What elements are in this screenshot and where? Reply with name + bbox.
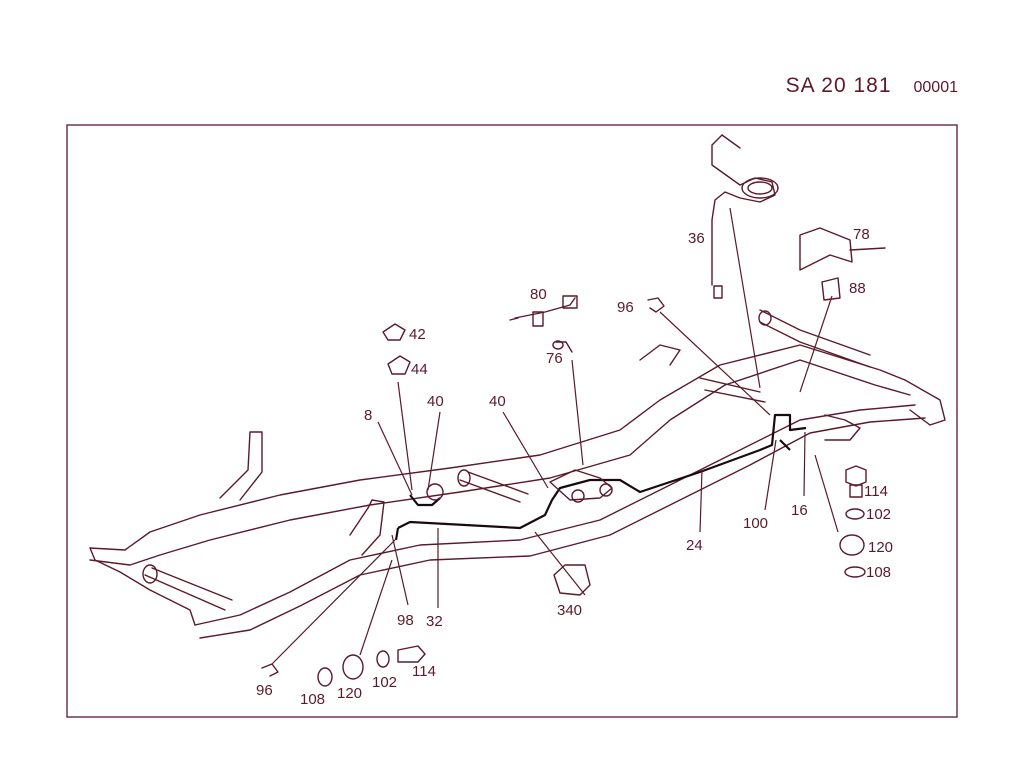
drawing-sheet-number: 00001 <box>913 79 959 96</box>
label-120-right: 120 <box>868 539 893 556</box>
label-340: 340 <box>557 602 582 619</box>
drawing-header: SA 20 181 00001 <box>786 74 958 98</box>
chassis-frame <box>89 309 946 639</box>
label-76: 76 <box>546 350 563 367</box>
brake-line-assembly <box>394 413 807 541</box>
label-108-bottom: 108 <box>300 691 325 708</box>
label-42: 42 <box>409 326 426 343</box>
label-40-center: 40 <box>489 393 506 410</box>
label-36: 36 <box>688 230 705 247</box>
leader-lines <box>271 207 839 665</box>
label-96-bottom: 96 <box>256 682 273 699</box>
label-120-bottom: 120 <box>337 685 362 702</box>
label-16: 16 <box>791 502 808 519</box>
label-44: 44 <box>411 361 428 378</box>
label-98: 98 <box>397 612 414 629</box>
label-40-left: 40 <box>427 393 444 410</box>
label-8: 8 <box>364 407 372 424</box>
label-102-right: 102 <box>866 506 891 523</box>
parts-detail <box>261 134 886 687</box>
label-102-bottom: 102 <box>372 674 397 691</box>
label-24: 24 <box>686 537 703 554</box>
part-labels: 36 78 88 80 96 42 44 76 8 40 40 114 102 … <box>256 226 893 708</box>
label-96-top: 96 <box>617 299 634 316</box>
label-114-bottom: 114 <box>412 663 436 680</box>
label-80: 80 <box>530 286 547 303</box>
drawing-code: SA 20 181 <box>785 74 892 97</box>
label-108-right: 108 <box>866 564 891 581</box>
label-88: 88 <box>849 280 866 297</box>
label-78: 78 <box>853 226 870 243</box>
label-100: 100 <box>743 515 768 532</box>
diagram-frame <box>66 124 958 718</box>
label-114-right: 114 <box>864 483 888 500</box>
label-32: 32 <box>426 613 443 630</box>
